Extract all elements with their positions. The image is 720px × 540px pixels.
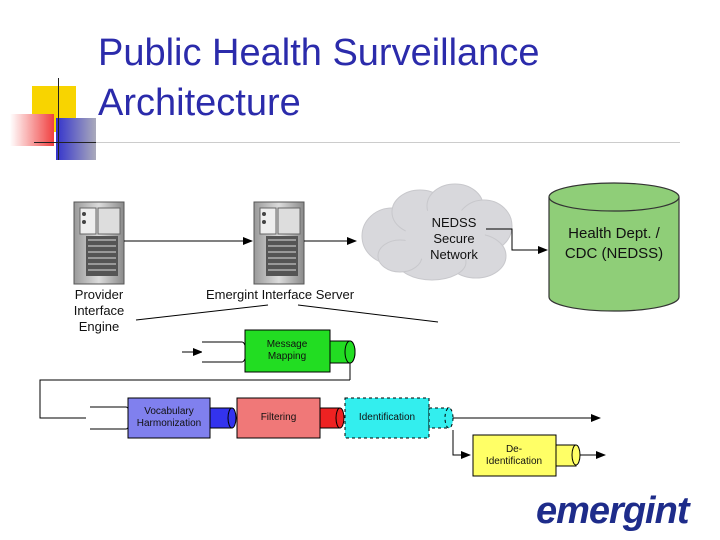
title-underline xyxy=(96,142,680,143)
health-dept-label: Health Dept. / CDC (NEDSS) xyxy=(564,225,664,262)
de-identification-label: De-Identification xyxy=(485,443,543,467)
decorative-corner xyxy=(0,0,100,170)
message-mapping-label: Message Mapping xyxy=(266,339,308,362)
interface-server-label: Emergint Interface Server xyxy=(205,287,355,302)
network-label: NEDSS Secure Network xyxy=(430,215,478,262)
decor-hline xyxy=(34,142,100,143)
network-cloud-icon xyxy=(361,183,513,281)
decor-square-blue xyxy=(56,118,96,160)
emergint-logo: emergint xyxy=(536,490,689,532)
filtering-label: Filtering xyxy=(260,412,297,423)
vocabulary-harmonization-label: Vocabulary Harmonization xyxy=(136,406,202,429)
provider-server-icon xyxy=(73,201,125,285)
slide-title: Public Health Surveillance Architecture xyxy=(98,32,540,124)
arrow-network-to-db xyxy=(486,228,548,254)
decor-vline xyxy=(58,78,59,160)
decor-square-red xyxy=(10,114,54,146)
provider-engine-label: Provider Interface Engine xyxy=(73,287,125,334)
database-cylinder xyxy=(548,182,680,312)
identification-label: Identification xyxy=(358,412,416,423)
interface-server-icon xyxy=(253,201,305,285)
